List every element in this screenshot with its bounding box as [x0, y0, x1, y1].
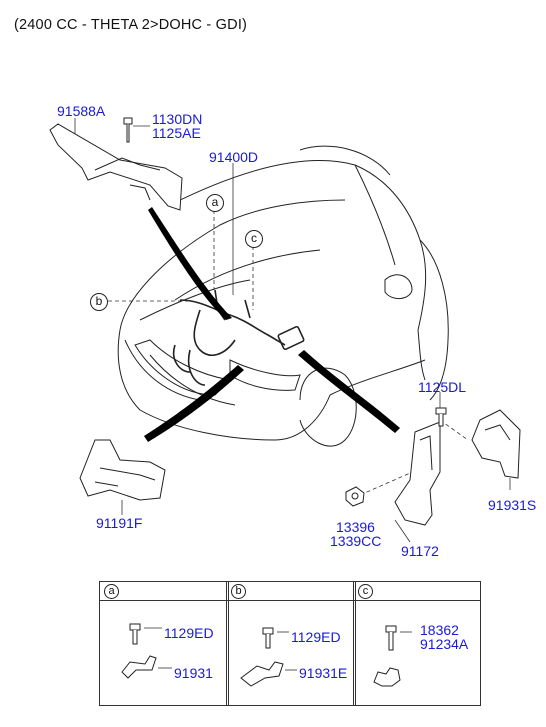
detail-letter-b: b [231, 584, 246, 599]
harness-branch-3 [172, 344, 206, 386]
harness-connector [277, 325, 305, 351]
exploded-parts-diagram [49, 117, 521, 543]
part-label-1339CC[interactable]: 1339CC [330, 533, 382, 549]
detail-c-part2[interactable]: 91234A [420, 636, 469, 652]
detail-cell-header: c [354, 582, 480, 601]
car-fender [117, 329, 331, 441]
detail-c-drawing [373, 625, 412, 687]
detail-b-part1[interactable]: 1129ED [291, 629, 341, 645]
detail-table: a 1129ED 91931 b [99, 581, 481, 706]
detail-cell-b: b 1129ED 91931E [226, 581, 356, 706]
harness-main [179, 299, 286, 346]
car-mirror [384, 274, 413, 299]
nut-13396 [345, 486, 365, 507]
part-label-1130DN[interactable]: 1130DN [152, 111, 203, 127]
part-label-91400D[interactable]: 91400D [209, 149, 259, 165]
part-label-91172[interactable]: 91172 [401, 543, 439, 559]
detail-cell-c: c 18362 91234A [353, 581, 481, 706]
leader-91172 [394, 519, 411, 543]
callout-c[interactable]: c [245, 230, 263, 248]
leader-swoop-1 [148, 207, 232, 320]
car-hood-outline [169, 160, 427, 331]
bracket-91191F [79, 439, 166, 501]
part-label-13396[interactable]: 13396 [336, 519, 375, 535]
car-headlight [229, 359, 301, 391]
part-label-1125AE[interactable]: 1125AE [152, 125, 201, 141]
detail-cell-header: a [100, 582, 228, 601]
diagram-header: (2400 CC - THETA 2>DOHC - GDI) [14, 17, 248, 33]
detail-letter-a: a [104, 584, 119, 599]
harness-branch-1 [193, 309, 236, 356]
bolt-1130DN [123, 117, 133, 143]
detail-b-drawing [240, 627, 297, 687]
part-label-91588A[interactable]: 91588A [57, 103, 106, 119]
part-label-91931S[interactable]: 91931S [488, 497, 537, 513]
part-label-91191F[interactable]: 91191F [96, 515, 143, 531]
callout-b[interactable]: b [90, 293, 108, 311]
bracket-91588A [49, 123, 183, 211]
bracket-91172 [394, 421, 441, 526]
part-label-1125DL[interactable]: 1125DL [418, 379, 467, 395]
detail-c-part1[interactable]: 18362 [420, 622, 459, 638]
callout-a[interactable]: a [206, 194, 224, 212]
bolt-1125DL [435, 407, 447, 427]
car-windshield [299, 145, 396, 266]
leader-swoop-3 [298, 350, 400, 433]
detail-a-part1[interactable]: 1129ED [164, 625, 214, 641]
car-side-line [329, 329, 426, 396]
car-a-pillar [419, 239, 449, 401]
detail-a-part2[interactable]: 91931 [174, 665, 213, 681]
car-hood-lines [139, 249, 321, 321]
leader-1125DL [439, 419, 469, 441]
detail-cell-a: a 1129ED 91931 [99, 581, 229, 706]
detail-cell-header: b [227, 582, 355, 601]
detail-b-part2[interactable]: 91931E [299, 665, 348, 681]
detail-a-drawing [121, 623, 172, 679]
leader-swoop-2 [144, 365, 244, 442]
car-front-bumper [124, 339, 236, 406]
detail-letter-c: c [358, 584, 373, 599]
bracket-91931S [471, 409, 521, 479]
car-wheel [299, 367, 357, 447]
